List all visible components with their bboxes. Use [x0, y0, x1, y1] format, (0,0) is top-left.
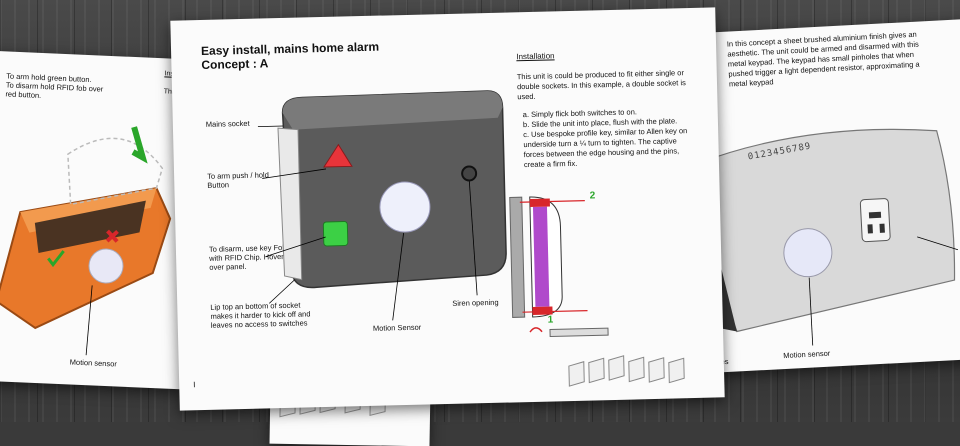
- center-concept-sheet: Easy install, mains home alarm Concept :…: [170, 7, 725, 411]
- grey-alarm-sketch: [257, 90, 507, 321]
- installation-section-diagram: [509, 196, 685, 387]
- page-mark: I: [193, 380, 196, 390]
- diagram-step-1: 1: [547, 314, 554, 326]
- left-concept-sheet: To arm hold green button. To disarm hold…: [0, 50, 198, 390]
- diagram-step-2: 2: [589, 190, 596, 202]
- orange-alarm-sketch: [0, 126, 172, 356]
